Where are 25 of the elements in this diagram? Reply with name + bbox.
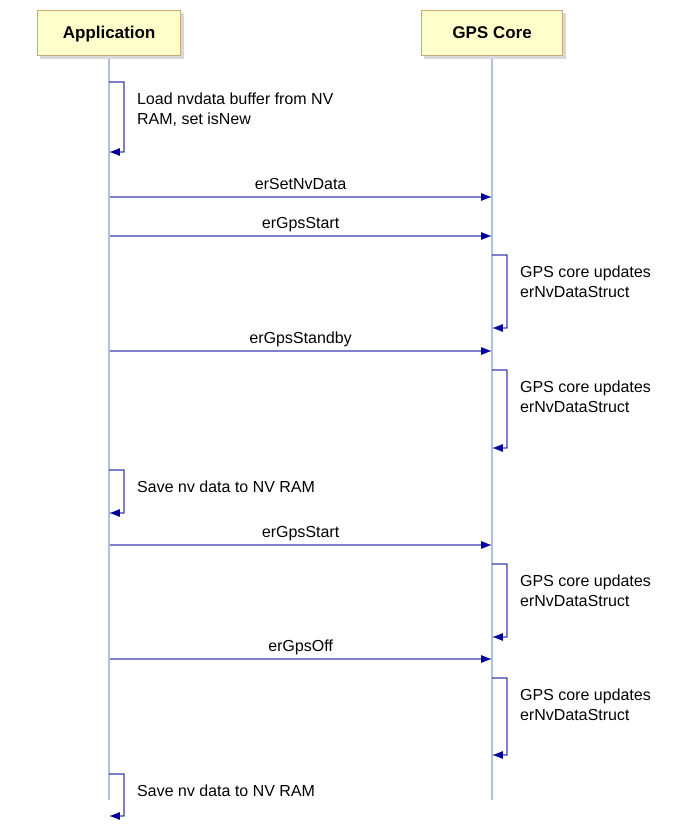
self-message-label: GPS core updates erNvDataStruct <box>520 687 651 724</box>
message-arrow <box>110 232 492 240</box>
message-label: erGpsStart <box>262 215 340 232</box>
message-arrow <box>110 193 492 201</box>
message-label: erGpsStandby <box>249 330 352 347</box>
message-arrow <box>110 347 492 355</box>
participant-box: GPS Core <box>421 10 563 56</box>
self-message-arrow <box>108 470 124 517</box>
participant-box: Application <box>37 10 181 56</box>
self-message-arrow <box>492 370 508 452</box>
self-message-arrow <box>492 564 508 641</box>
self-message-arrow <box>108 774 124 820</box>
message-label: erGpsOff <box>268 638 333 655</box>
self-message-label: Load nvdata buffer from NV RAM, set isNew <box>137 91 334 128</box>
message-arrow <box>110 655 492 663</box>
self-message-label: GPS core updates erNvDataStruct <box>520 379 651 416</box>
message-label: erGpsStart <box>262 524 340 541</box>
self-message-arrow <box>492 254 508 332</box>
self-message-arrow <box>492 678 508 759</box>
self-message-label: Save nv data to NV RAM <box>137 783 315 800</box>
self-message-label: GPS core updates erNvDataStruct <box>520 573 651 610</box>
self-message-label: GPS core updates erNvDataStruct <box>520 264 651 301</box>
self-message-arrow <box>108 82 124 156</box>
self-message-label: Save nv data to NV RAM <box>137 479 315 496</box>
message-arrow <box>110 541 492 549</box>
